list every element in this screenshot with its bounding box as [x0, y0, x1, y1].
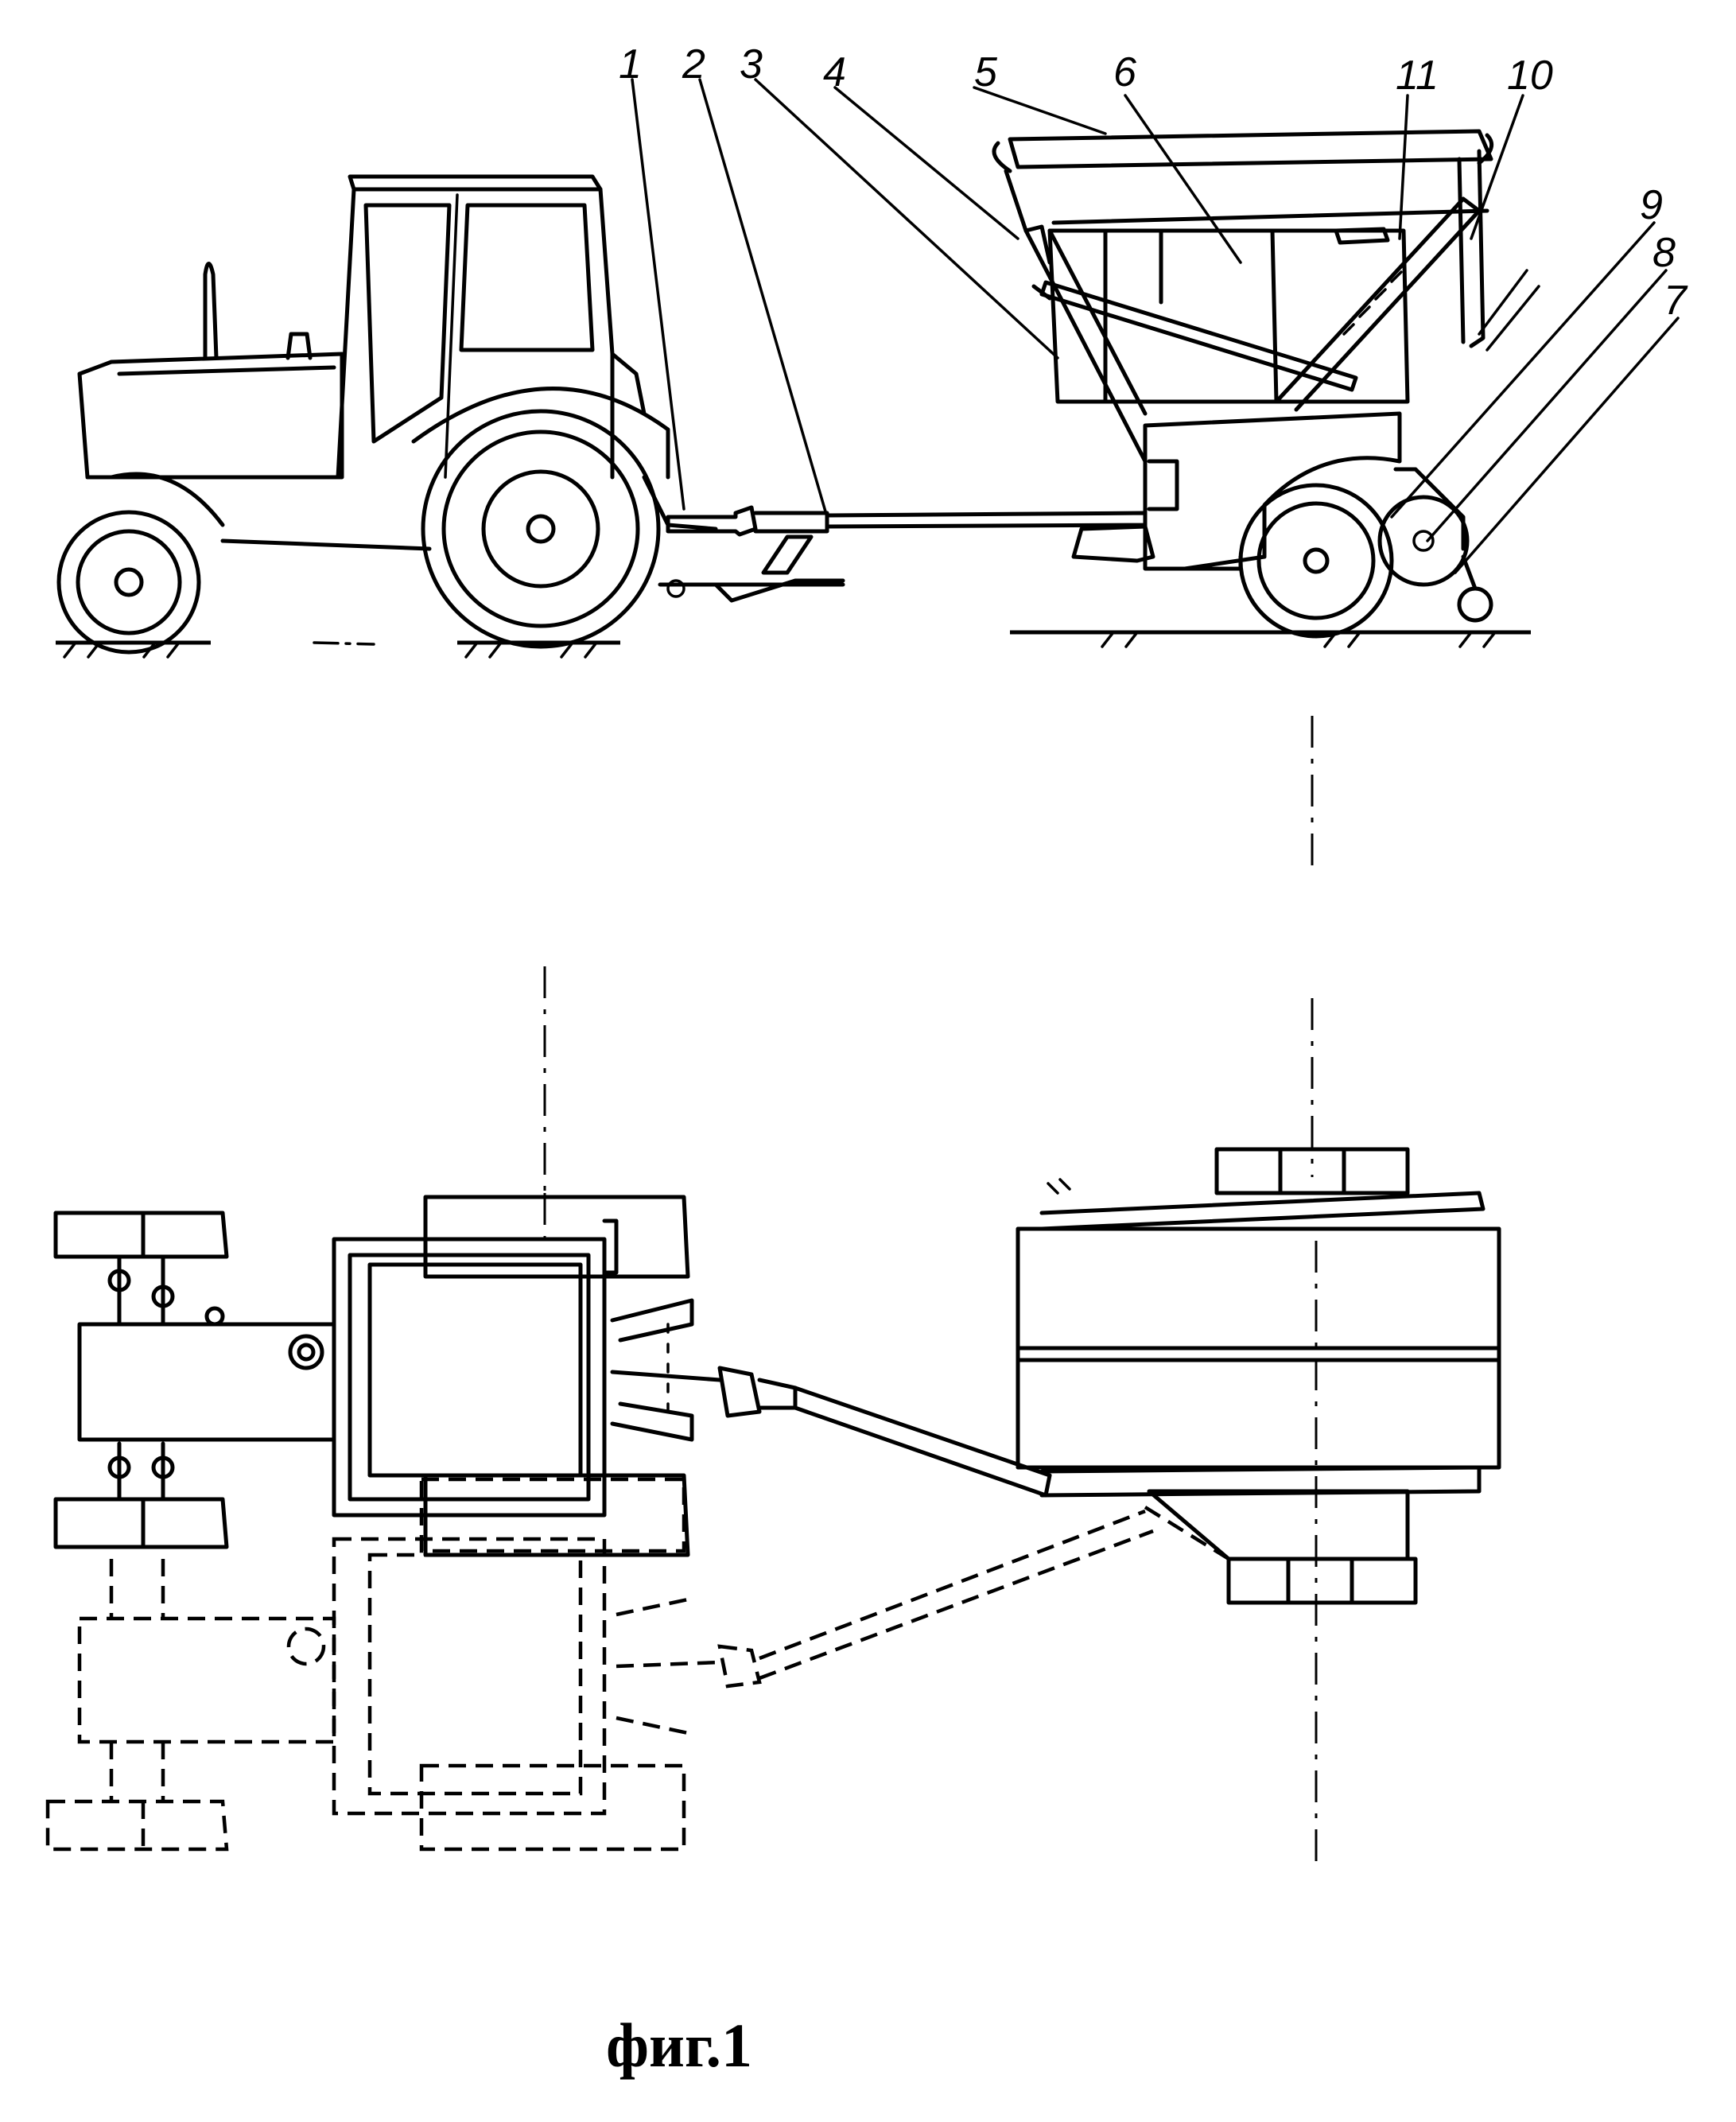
machine-top-unit-lower — [1226, 1557, 1418, 1605]
tractor-front-wheel — [56, 510, 201, 655]
machine-top-unit-upper — [1214, 1147, 1410, 1195]
machine-top — [1016, 1226, 1501, 1470]
leader-lines — [631, 78, 1680, 574]
cab-window-front — [363, 203, 452, 444]
front-wheel-top-upper — [53, 1211, 229, 1259]
rear-wheel-top-upper — [423, 1195, 690, 1279]
reference-labels: 1 2 3 4 5 6 11 10 9 8 7 — [619, 41, 1688, 324]
machine-wheel — [1238, 483, 1394, 639]
tractor-rear-wheel — [421, 409, 661, 649]
side-view: 1 2 3 4 5 6 11 10 9 8 7 — [56, 41, 1688, 659]
pto-shaft-side — [666, 505, 1148, 537]
cab-window-side — [459, 203, 595, 352]
ground-lines — [56, 630, 1531, 659]
label-2: 2 — [682, 41, 705, 87]
label-1: 1 — [619, 41, 642, 87]
hopper-body — [1047, 228, 1410, 404]
label-10: 10 — [1507, 52, 1553, 99]
label-6: 6 — [1113, 49, 1136, 95]
label-5: 5 — [974, 49, 998, 95]
label-4: 4 — [823, 49, 846, 95]
label-3: 3 — [740, 41, 763, 87]
rear-wheel-top-lower — [423, 1473, 690, 1557]
rear-roller — [1377, 495, 1470, 587]
label-11: 11 — [1396, 52, 1439, 99]
center-axes — [543, 716, 1318, 1861]
label-9: 9 — [1640, 182, 1663, 228]
cab-top — [332, 1237, 607, 1518]
figure-caption: фиг.1 — [606, 2011, 752, 2080]
front-wheel-top-lower — [53, 1497, 229, 1549]
support-caster — [1457, 586, 1493, 623]
tractor-side — [56, 174, 845, 655]
label-7: 7 — [1664, 278, 1688, 324]
machine-side — [992, 129, 1540, 639]
label-8: 8 — [1653, 230, 1676, 276]
top-view-solid — [53, 1147, 1501, 1605]
top-view-dashed — [45, 1477, 1230, 1852]
